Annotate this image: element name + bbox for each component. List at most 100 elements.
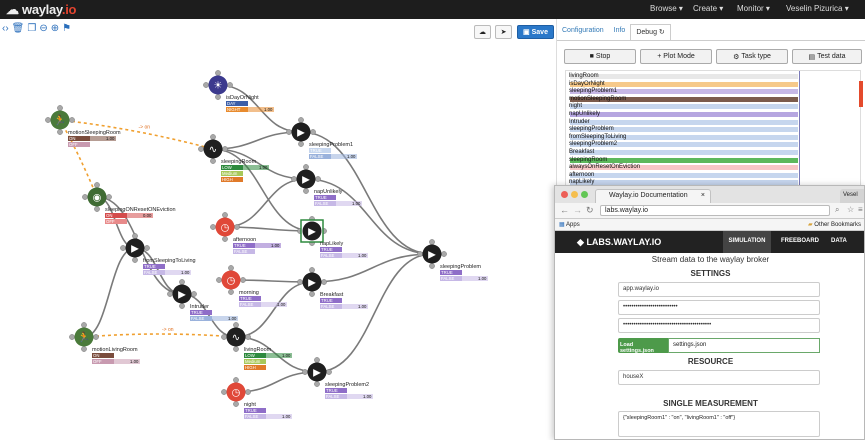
node-port[interactable]	[191, 291, 197, 297]
browser-tab-2[interactable]: Vesel	[840, 189, 864, 203]
node-port[interactable]	[198, 146, 204, 152]
api-key-input[interactable]: ••••••••••••••••••••••••••	[618, 300, 820, 315]
node-body[interactable]	[296, 169, 316, 189]
node-port[interactable]	[215, 70, 221, 76]
browser-tab[interactable]: Waylay.io Documentation ×	[595, 189, 711, 203]
node-body[interactable]	[172, 284, 192, 304]
node-port[interactable]	[94, 182, 100, 188]
node-port[interactable]	[132, 233, 138, 239]
node-port[interactable]	[93, 334, 99, 340]
node-port[interactable]	[179, 279, 185, 285]
url-field[interactable]: labs.waylay.io	[600, 205, 830, 216]
node-port[interactable]	[179, 303, 185, 309]
node-port[interactable]	[210, 158, 216, 164]
zoom-out-icon[interactable]: ⊖	[39, 23, 48, 34]
close-window-icon[interactable]	[561, 191, 568, 198]
minimize-window-icon[interactable]	[571, 191, 578, 198]
node-body[interactable]	[291, 122, 311, 142]
node-port[interactable]	[210, 224, 216, 230]
app-logo[interactable]: ☁ waylay.io	[6, 2, 76, 18]
zoom-icon[interactable]: ⌕	[835, 205, 840, 214]
node-port[interactable]	[321, 279, 327, 285]
node-port[interactable]	[228, 265, 234, 271]
node-port[interactable]	[222, 146, 228, 152]
node-port[interactable]	[228, 289, 234, 295]
node-body[interactable]	[208, 75, 228, 95]
nav-freeboard[interactable]: FREEBOARD	[781, 238, 820, 244]
star-icon[interactable]: ☆	[847, 205, 855, 214]
node-port[interactable]	[240, 277, 246, 283]
node-port[interactable]	[429, 263, 435, 269]
node-port[interactable]	[314, 381, 320, 387]
nav-simulation[interactable]: SIMULATION	[723, 231, 771, 253]
node-port[interactable]	[57, 129, 63, 135]
node-body[interactable]	[226, 382, 246, 402]
node-port[interactable]	[57, 105, 63, 111]
node-port[interactable]	[298, 117, 304, 123]
settings-file-input[interactable]: settings.json	[668, 338, 820, 353]
nav-data[interactable]: DATA	[831, 238, 847, 244]
tab-configuration[interactable]: Configuration	[562, 27, 604, 34]
node-port[interactable]	[441, 251, 447, 257]
node-port[interactable]	[245, 389, 251, 395]
tab-debug[interactable]: Debug ↻	[630, 24, 671, 40]
load-settings-button[interactable]: Load settings.json	[618, 338, 668, 354]
node-port[interactable]	[222, 236, 228, 242]
node-body[interactable]	[226, 327, 246, 347]
apps-bookmark[interactable]: ▦ Apps	[559, 221, 580, 228]
node-port[interactable]	[310, 129, 316, 135]
node-body[interactable]	[422, 244, 442, 264]
node-body[interactable]	[302, 221, 322, 241]
zoom-in-icon[interactable]: ⊕	[50, 23, 60, 34]
maximize-window-icon[interactable]	[581, 191, 588, 198]
node-body[interactable]	[203, 139, 223, 159]
node-port[interactable]	[233, 377, 239, 383]
node-port[interactable]	[45, 117, 51, 123]
test-data-button[interactable]: ▤Test data	[792, 49, 862, 64]
node-port[interactable]	[298, 141, 304, 147]
node-port[interactable]	[233, 322, 239, 328]
node-port[interactable]	[144, 245, 150, 251]
other-bookmarks[interactable]: ▰ Other Bookmarks	[808, 221, 861, 228]
node-port[interactable]	[429, 239, 435, 245]
close-tab-icon[interactable]: ×	[700, 192, 705, 199]
node-port[interactable]	[303, 164, 309, 170]
node-port[interactable]	[221, 389, 227, 395]
trash-icon[interactable]: 🗑	[11, 23, 25, 34]
node-port[interactable]	[167, 291, 173, 297]
node-port[interactable]	[94, 206, 100, 212]
node-port[interactable]	[106, 194, 112, 200]
stop-button[interactable]: ■Stop	[564, 49, 636, 64]
node-body[interactable]	[50, 110, 70, 130]
copy-icon[interactable]: ❐	[27, 23, 37, 34]
node-port[interactable]	[245, 334, 251, 340]
node-body[interactable]	[221, 270, 241, 290]
node-port[interactable]	[314, 357, 320, 363]
node-port[interactable]	[222, 212, 228, 218]
node-port[interactable]	[82, 194, 88, 200]
node-port[interactable]	[291, 176, 297, 182]
menu-icon[interactable]: ≡	[858, 205, 863, 214]
node-port[interactable]	[227, 82, 233, 88]
node-port[interactable]	[120, 245, 126, 251]
save-button[interactable]: ▣ Save	[517, 25, 554, 39]
task-type-button[interactable]: ⚙Task type	[716, 49, 788, 64]
node-body[interactable]	[215, 217, 235, 237]
code-icon[interactable]: ‹›	[2, 23, 9, 34]
node-port[interactable]	[309, 291, 315, 297]
node-port[interactable]	[221, 334, 227, 340]
node-port[interactable]	[203, 82, 209, 88]
